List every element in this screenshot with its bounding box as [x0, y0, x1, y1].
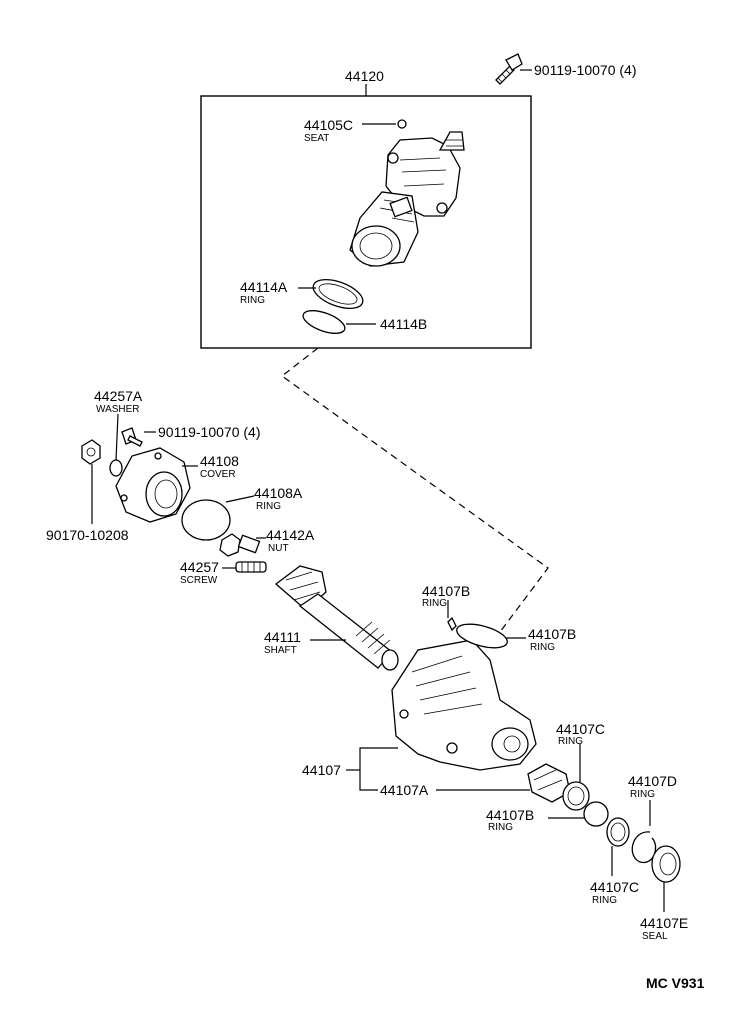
leader-44257A: [115, 413, 119, 461]
ring-part-44108A: [181, 499, 231, 541]
label-44107A: 44107A: [380, 782, 429, 798]
label-44257A: 44257A: [94, 388, 143, 404]
shaft-part-44111: [298, 593, 393, 669]
label-44107B-low-desc: RING: [488, 822, 513, 833]
valve-assembly-group: 44120 44105C SEAT 44114A RING: [200, 68, 532, 349]
diagram-code: MC V931: [646, 975, 705, 991]
label-44105C: 44105C: [304, 117, 353, 133]
label-44107B-oring-desc: RING: [530, 642, 555, 653]
ring-part-44107B-low: [583, 801, 609, 827]
label-44257A-desc: WASHER: [96, 404, 140, 415]
label-90119-mid: 90119-10070 (4): [158, 424, 260, 440]
leader-bracket-44107: [359, 747, 398, 791]
label-44107E-desc: SEAL: [642, 931, 668, 942]
label-90119-top: 90119-10070 (4): [534, 62, 636, 78]
washer-part-44257A: [109, 459, 123, 477]
control-valve-part: [349, 131, 465, 267]
nut-part-90170: [81, 439, 101, 465]
label-44107D: 44107D: [628, 773, 677, 789]
label-44107B-small-desc: RING: [422, 598, 447, 609]
label-44108A-desc: RING: [256, 501, 281, 512]
label-90170: 90170-10208: [46, 527, 129, 543]
label-44108-desc: COVER: [200, 469, 236, 480]
label-44114A-desc: RING: [240, 295, 265, 306]
leader-44108A: [225, 495, 255, 503]
bolt-top-group: 90119-10070 (4): [495, 53, 636, 85]
label-44107B-small: 44107B: [422, 583, 470, 599]
label-44142A: 44142A: [266, 527, 315, 543]
label-44114B: 44114B: [380, 316, 427, 332]
gear-housing-group: 44107B RING 44107B RING 44107 44107A: [302, 583, 576, 803]
label-44107: 44107: [302, 762, 341, 778]
label-44105C-desc: SEAT: [304, 133, 329, 144]
alignment-dashed-line: [280, 347, 549, 641]
ring-part-44107B-small: [447, 616, 457, 632]
ring-part-44114A: [312, 278, 364, 310]
nut-part-44142A: [219, 533, 241, 557]
ring-part-44107C-top: [562, 781, 590, 811]
cover-group: 44257A WASHER 90170-10208 90119-10070 (4…: [46, 388, 315, 586]
ring-part-44107B-oring: [456, 623, 508, 649]
sector-shaft-group: 44111 SHAFT: [264, 565, 399, 671]
label-44120: 44120: [345, 68, 384, 84]
label-44107B-oring: 44107B: [528, 626, 576, 642]
snap-ring-part-44107D: [631, 831, 657, 864]
label-44107D-desc: RING: [630, 789, 655, 800]
label-44257: 44257: [180, 559, 219, 575]
ring-part-44107C-low: [606, 817, 630, 847]
label-44111: 44111: [264, 629, 301, 645]
label-44114A: 44114A: [240, 279, 288, 295]
label-44111-desc: SHAFT: [264, 645, 297, 656]
label-44107B-low: 44107B: [486, 807, 534, 823]
seat-part-44105C: [397, 119, 407, 129]
ring-part-44114B: [302, 310, 346, 334]
label-44108A: 44108A: [254, 485, 303, 501]
label-44142A-desc: NUT: [268, 543, 289, 554]
label-44107C-top-desc: RING: [558, 736, 583, 747]
label-44107E: 44107E: [640, 915, 688, 931]
label-44257-desc: SCREW: [180, 575, 218, 586]
label-44107C-top: 44107C: [556, 721, 605, 737]
label-44107C-low-desc: RING: [592, 895, 617, 906]
screw-part-44257: [235, 561, 267, 573]
label-44107C-low: 44107C: [590, 879, 639, 895]
right-rings-group: 44107C RING 44107B RING 44107C RING 4410…: [486, 721, 688, 942]
label-44108: 44108: [200, 453, 239, 469]
